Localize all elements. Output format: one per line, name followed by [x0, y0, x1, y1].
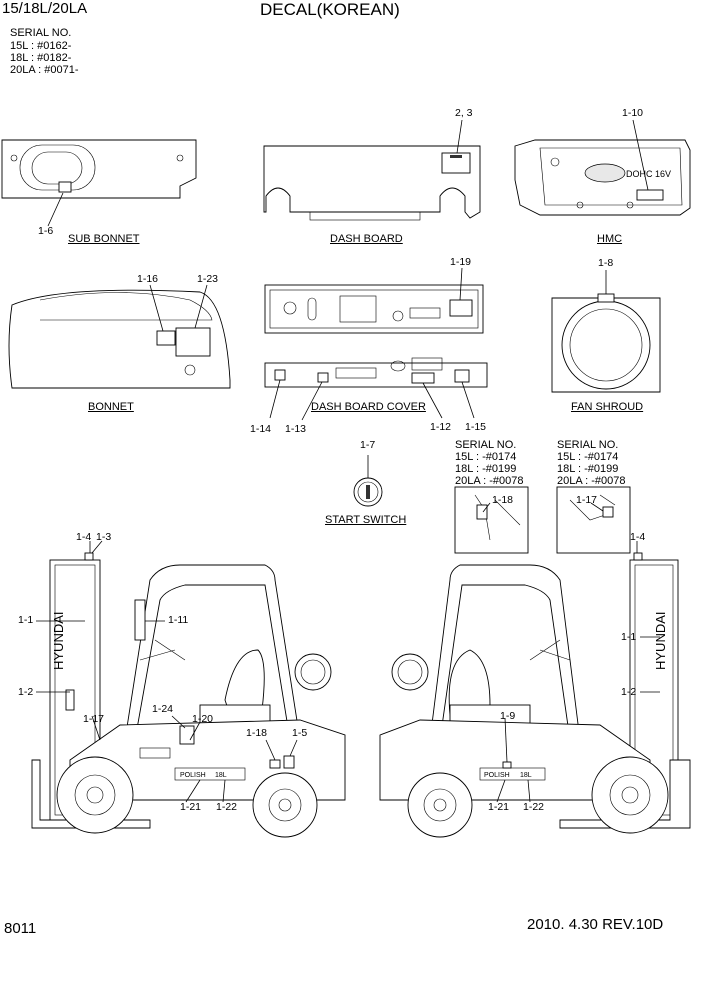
- callout-left-1-18: 1-18: [246, 727, 268, 739]
- callout-1-10: 1-10: [622, 107, 644, 119]
- inset-left-callout: 1-18: [492, 494, 514, 506]
- decal-1-19-marker: [449, 299, 473, 317]
- callout-1-6: 1-6: [38, 225, 54, 237]
- cw-text-left-a: POLISH: [180, 772, 206, 779]
- callout-left-1-17: 1-17: [83, 713, 105, 725]
- callout-right-1-9: 1-9: [500, 710, 516, 722]
- callout-right-1-1: 1-1: [621, 631, 637, 643]
- inset-left-marker: [476, 504, 488, 520]
- model-label: 15/18L/20LA: [2, 0, 88, 17]
- mast-text-right: HYUNDAI: [653, 611, 668, 670]
- decal-1-16-marker: [156, 330, 176, 346]
- decal-1-5-marker: [283, 755, 295, 769]
- callout-right-1-2: 1-2: [621, 686, 637, 698]
- dash-board-cover-drawing: [264, 357, 488, 421]
- sub-bonnet-drawing: [1, 139, 197, 227]
- serial-heading: SERIAL NO.: [10, 27, 72, 39]
- decal-1-14-marker: [274, 369, 286, 381]
- callout-right-1-22: 1-22: [523, 801, 545, 813]
- fan-shroud-drawing: [551, 270, 661, 393]
- inset-right-callout: 1-17: [576, 494, 598, 506]
- sub-bonnet-label: SUB BONNET: [68, 233, 140, 245]
- callout-1-19: 1-19: [450, 256, 472, 268]
- forklift-left-drawing: HYUNDAI POLISH 18L: [31, 540, 346, 838]
- decal-1-10-marker: [636, 189, 664, 201]
- inset-right-heading: SERIAL NO.: [557, 439, 619, 451]
- serial-line-3: 20LA : #0071-: [10, 64, 79, 76]
- inset-left-serial-2: 18L : -#0199: [455, 463, 517, 475]
- callout-left-1-3: 1-3: [96, 531, 112, 543]
- callout-1-23: 1-23: [197, 273, 219, 285]
- inset-right-frame: [556, 486, 631, 554]
- cw-text-right-a: POLISH: [484, 772, 510, 779]
- decal-1-11-marker: [134, 599, 146, 641]
- callout-right-1-21: 1-21: [488, 801, 510, 813]
- decal-1-13-marker: [317, 372, 329, 383]
- dash-board-drawing: [263, 119, 481, 221]
- decal-1-9-marker: [502, 761, 512, 769]
- callout-1-13: 1-13: [285, 423, 307, 435]
- inset-left-serial-1: 15L : -#0174: [455, 451, 517, 463]
- callout-2-3: 2, 3: [455, 107, 473, 119]
- inset-left-heading: SERIAL NO.: [455, 439, 517, 451]
- decal-1-15-marker: [454, 369, 470, 383]
- cw-text-right-b: 18L: [520, 772, 532, 779]
- callout-1-7: 1-7: [360, 439, 376, 451]
- callout-1-8: 1-8: [598, 257, 614, 269]
- callout-left-1-22: 1-22: [216, 801, 238, 813]
- decal-2-3-marker: [441, 152, 471, 174]
- decal-1-6-marker: [58, 181, 72, 193]
- page-number: 8011: [4, 920, 37, 937]
- inset-right-serial-3: 20LA : -#0078: [557, 475, 626, 487]
- decal-1-18-marker: [269, 759, 281, 769]
- serial-line-1: 15L : #0162-: [10, 40, 72, 52]
- callout-right-1-4: 1-4: [630, 531, 646, 543]
- callout-left-1-24: 1-24: [152, 703, 174, 715]
- inset-right-marker: [602, 506, 614, 518]
- bonnet-label: BONNET: [88, 401, 134, 413]
- start-switch-drawing: [353, 455, 383, 507]
- callout-left-1-20: 1-20: [192, 713, 214, 725]
- start-switch-label: START SWITCH: [325, 514, 407, 526]
- hmc-label: HMC: [597, 233, 623, 245]
- callout-1-16: 1-16: [137, 273, 159, 285]
- callout-1-12: 1-12: [430, 421, 452, 433]
- dash-board-label: DASH BOARD: [330, 233, 403, 245]
- callout-1-15: 1-15: [465, 421, 487, 433]
- callout-left-1-5: 1-5: [292, 727, 308, 739]
- mast-text-left: HYUNDAI: [51, 611, 66, 670]
- date-revision: 2010. 4.30 REV.10D: [527, 916, 664, 933]
- forklift-right-drawing: HYUNDAI POLISH 18L: [379, 541, 691, 838]
- dash-panel-drawing: [264, 267, 484, 334]
- dash-board-cover-label: DASH BOARD COVER: [311, 401, 426, 413]
- serial-line-2: 18L : #0182-: [10, 52, 72, 64]
- inset-left-frame: [454, 486, 529, 554]
- decal-1-23-marker: [175, 327, 211, 357]
- fan-shroud-label: FAN SHROUD: [571, 401, 644, 413]
- callout-left-1-4: 1-4: [76, 531, 92, 543]
- cw-text-left-b: 18L: [215, 772, 227, 779]
- bonnet-drawing: [8, 284, 231, 389]
- page-title: DECAL(KOREAN): [260, 0, 400, 19]
- inset-left-serial-3: 20LA : -#0078: [455, 475, 524, 487]
- hmc-engine-drawing: DOHC 16V: [514, 119, 691, 216]
- decal-1-24-marker: [179, 725, 195, 745]
- decal-1-8-marker: [597, 293, 615, 303]
- callout-left-1-2: 1-2: [18, 686, 34, 698]
- callout-left-1-1: 1-1: [18, 614, 34, 626]
- inset-right-serial-1: 15L : -#0174: [557, 451, 619, 463]
- engine-cover-text: DOHC 16V: [626, 169, 671, 179]
- callout-1-14: 1-14: [250, 423, 272, 435]
- callout-left-1-11: 1-11: [168, 614, 189, 626]
- inset-right-serial-2: 18L : -#0199: [557, 463, 619, 475]
- callout-left-1-21: 1-21: [180, 801, 202, 813]
- decal-1-12-marker: [411, 372, 435, 384]
